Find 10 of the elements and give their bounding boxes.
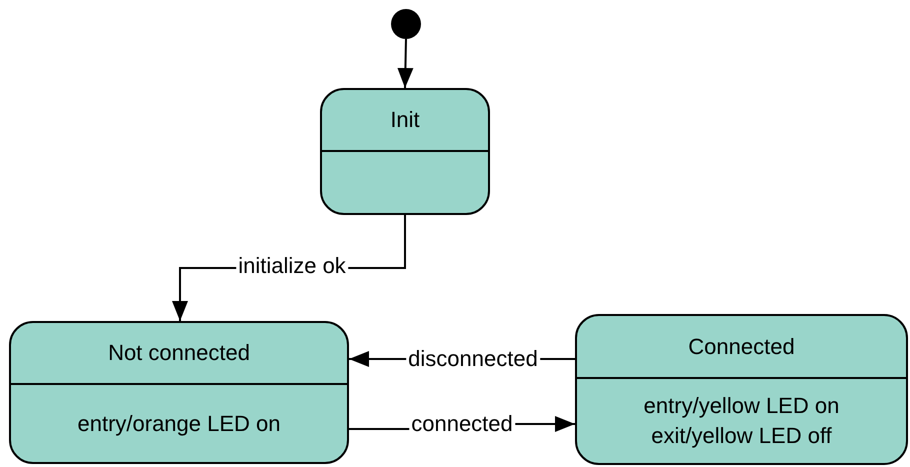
state-box xyxy=(575,314,908,465)
state-action: entry/orange LED on xyxy=(76,410,282,438)
state-box xyxy=(320,88,490,215)
transition-arrow xyxy=(397,38,414,88)
initial-state-dot xyxy=(391,9,421,39)
state-box xyxy=(9,321,349,464)
state-action: entry/yellow LED on exit/yellow LED off xyxy=(642,392,840,450)
state-name: Init xyxy=(389,107,421,133)
state-name: Not connected xyxy=(107,340,251,366)
state-name: Connected xyxy=(687,334,796,360)
